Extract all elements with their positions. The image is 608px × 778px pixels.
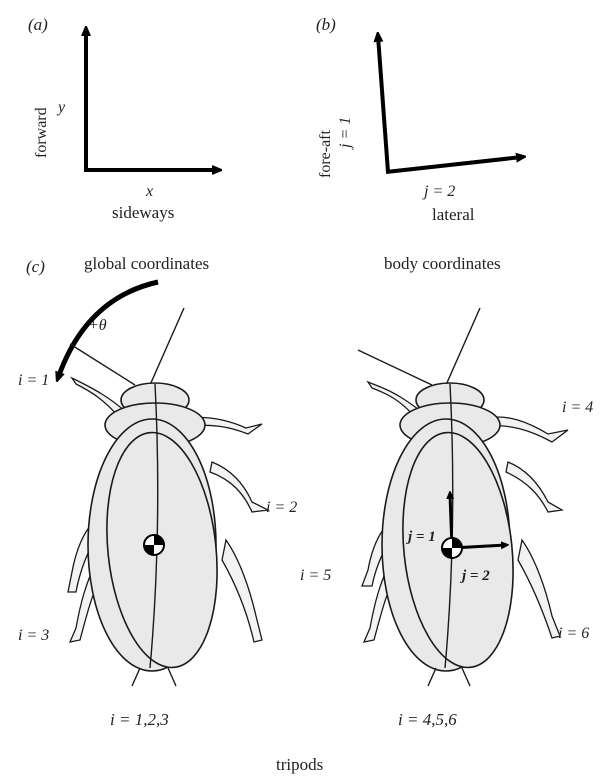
panel-b-tag: (b) [316,15,336,34]
left-leg-2 [210,462,268,512]
fore-aft-axis-arrow [378,36,388,172]
left-leg-hind-right [222,540,262,642]
lateral-name: lateral [432,205,475,224]
leg-label-4: i = 4 [562,399,593,416]
right-leg-6 [518,540,560,638]
x-variable: x [145,183,153,200]
panel-a-caption: global coordinates [84,254,209,273]
left-antenna-left [70,344,135,385]
y-axis-name: forward [33,107,50,158]
tripods-footer: tripods [276,755,323,774]
lateral-axis-arrow [386,157,522,172]
right-tripod-label: i = 4,5,6 [398,710,457,729]
left-cockroach [68,308,268,686]
right-leg-mid-right [506,462,562,512]
right-cockroach [358,308,568,686]
leg-label-2: i = 2 [266,499,297,516]
leg-label-5: i = 5 [300,567,331,584]
body-axis-j1-label: j = 1 [406,529,436,545]
x-axis-name: sideways [112,203,174,222]
left-tripod-label: i = 1,2,3 [110,710,169,729]
rotation-arc-arrow [58,282,158,378]
right-antenna-right [446,308,480,385]
leg-label-6: i = 6 [558,625,589,642]
panel-b-caption: body coordinates [384,254,501,273]
leg-label-1: i = 1 [18,372,49,389]
leg-label-3: i = 3 [18,627,49,644]
y-variable: y [56,99,66,116]
panel-a: (a) forward y x sideways global coordina… [28,15,218,273]
theta-label: +θ [88,317,107,334]
left-antenna-right [150,308,184,385]
right-center-of-mass-icon [442,538,462,558]
body-axis-j2-label: j = 2 [460,568,490,584]
fore-aft-variable: j = 1 [337,117,354,150]
lateral-variable: j = 2 [422,183,455,200]
panel-a-tag: (a) [28,15,48,34]
fore-aft-name: fore-aft [317,129,334,178]
panel-c-tag: (c) [26,257,45,276]
left-center-of-mass-icon [144,535,164,555]
right-antenna-left [358,350,432,385]
panel-b: (b) fore-aft j = 1 j = 2 lateral body co… [316,15,522,273]
